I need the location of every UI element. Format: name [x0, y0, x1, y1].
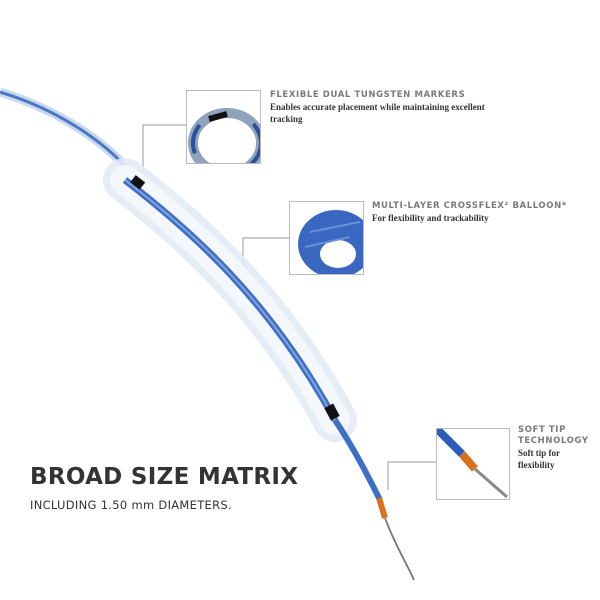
callout-balloon: MULTI-LAYER CROSSFLEX² BALLOON* For flex… [372, 201, 592, 224]
callout-markers: FLEXIBLE DUAL TUNGSTEN MARKERS Enables a… [270, 90, 510, 125]
callout-title: TECHNOLOGY [518, 436, 589, 446]
callout-title: FLEXIBLE DUAL TUNGSTEN MARKERS [270, 90, 466, 100]
callout-image-tip [436, 428, 510, 500]
leader-line-tip [387, 461, 436, 490]
headline: BROAD SIZE MATRIX [30, 464, 299, 490]
callout-description: Soft tip for [518, 448, 560, 458]
tungsten-marker [130, 175, 146, 190]
callout-tip: SOFT TIP TECHNOLOGY Soft tip for flexibi… [518, 425, 598, 471]
callout-description: For flexibility and trackability [372, 213, 489, 223]
callout-image-markers [186, 90, 261, 164]
callout-title: SOFT TIP [518, 425, 566, 435]
soft-tip [376, 497, 388, 519]
callout-image-balloon [289, 201, 364, 275]
guidewire [384, 517, 415, 581]
leader-line-markers [142, 124, 186, 172]
callout-description: Enables accurate placement while maintai… [270, 102, 485, 124]
callout-title: MULTI-LAYER CROSSFLEX² BALLOON* [372, 201, 567, 211]
tungsten-marker [324, 403, 340, 421]
callout-description: flexibility [518, 460, 555, 470]
subheadline: INCLUDING 1.50 mm DIAMETERS. [30, 498, 232, 512]
